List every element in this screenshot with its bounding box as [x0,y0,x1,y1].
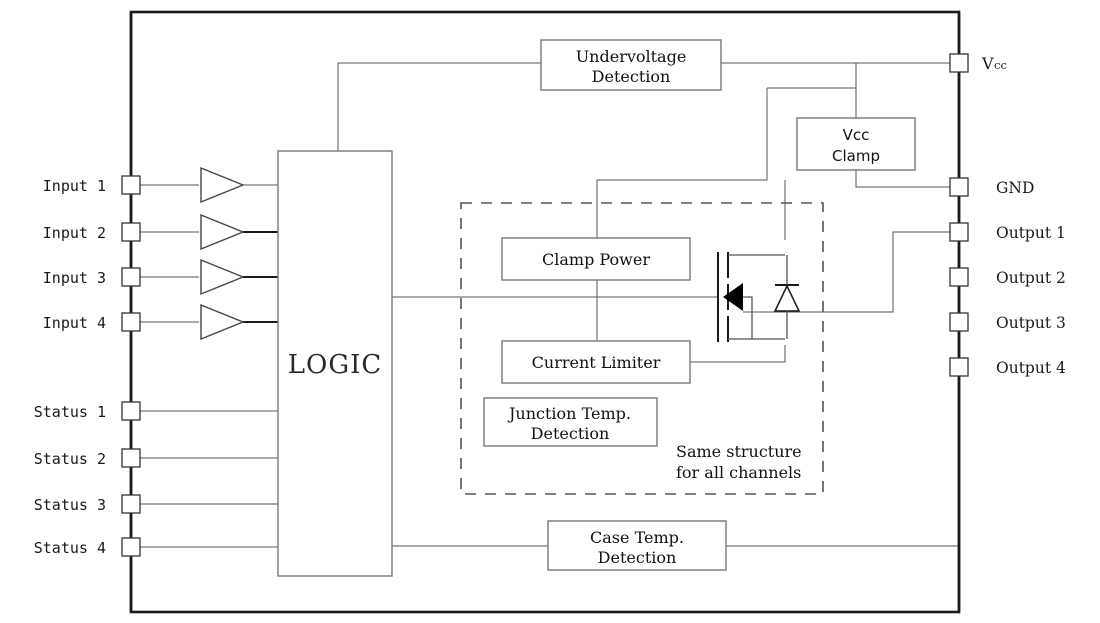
pad-status-2[interactable] [121,448,141,468]
pad-status-3[interactable] [121,494,141,514]
block-junction-temp-line1: Junction Temp. [507,404,631,423]
pin-label-output-4: Output 4 [996,359,1066,377]
pad-status-4[interactable] [121,537,141,557]
pin-label-input-1: Input 1 [43,177,106,195]
pin-label-input-3: Input 3 [43,269,106,287]
pad-output-1[interactable] [949,222,969,242]
pad-status-1[interactable] [121,401,141,421]
amplifier-3-icon [200,258,245,296]
block-vcc-clamp-line1: Vcc [843,126,870,144]
pad-output-4[interactable] [949,357,969,377]
block-junction-temp-rect [483,397,658,447]
block-case-temp-rect [547,520,727,571]
mosfet-bulk-lead [743,296,753,339]
pin-label-vcc: V cc [981,54,1007,73]
block-vcc-clamp-rect [796,117,916,171]
channel-dashed-region [460,202,824,495]
pin-label-output-1: Output 1 [996,224,1066,242]
pad-output-2[interactable] [949,267,969,287]
pin-label-status-1: Status 1 [34,403,106,421]
wire-currentlimiter-drain [690,345,786,363]
block-logic-label: LOGIC [288,350,383,380]
wire-source-output1 [743,231,950,313]
pin-label-vcc-base: V [981,54,994,73]
freewheeling-diode-icon [773,284,801,312]
block-current-limiter-rect [501,340,691,384]
left-pin-pads [121,175,141,557]
mosfet-symbol [717,252,785,342]
pin-label-input-2: Input 2 [43,224,106,242]
amplifier-4-icon [200,303,245,341]
block-clamp-power-rect [501,237,691,281]
block-undervoltage-rect [540,39,722,91]
pin-label-gnd: GND [996,179,1034,197]
block-case-temp-line2: Detection [598,548,677,567]
block-vcc-clamp-line2: Clamp [832,147,880,165]
block-current-limiter[interactable]: Current Limiter [501,340,691,384]
block-junction-temp-detection[interactable]: Junction Temp. Detection [483,397,658,447]
pad-input-2[interactable] [121,222,141,242]
block-junction-temp-line2: Detection [531,424,610,443]
wire-vccclamp-to-gnd [855,170,950,188]
pin-label-status-4: Status 4 [34,539,106,557]
pin-label-input-4: Input 4 [43,314,106,332]
pin-label-output-3: Output 3 [996,314,1066,332]
pin-label-status-3: Status 3 [34,496,106,514]
pin-label-status-2: Status 2 [34,450,106,468]
mosfet-body-arrow-icon [723,283,743,311]
block-logic[interactable]: LOGIC [277,150,393,577]
input-amplifiers [200,166,245,341]
wire-vcc-branch-channel [596,88,768,238]
block-current-limiter-label: Current Limiter [532,353,661,372]
note-line-2: for all channels [676,463,801,482]
block-undervoltage-detection[interactable]: Undervoltage Detection [540,39,722,91]
amplifier-1-icon [200,166,245,204]
block-case-temp-detection[interactable]: Case Temp. Detection [547,520,727,571]
block-clamp-power-label: Clamp Power [542,250,650,269]
pad-input-3[interactable] [121,267,141,287]
wire-layer [140,62,959,548]
block-case-temp-line1: Case Temp. [590,528,684,547]
right-pin-pads [949,53,969,377]
pin-label-output-2: Output 2 [996,269,1066,287]
pin-label-vcc-subscript: cc [994,58,1007,72]
block-undervoltage-line1: Undervoltage [576,47,687,66]
pad-vcc[interactable] [949,53,969,73]
block-logic-rect [277,150,393,577]
note-line-1: Same structure [676,442,802,461]
amplifier-2-icon [200,213,245,251]
pad-input-1[interactable] [121,175,141,195]
pad-input-4[interactable] [121,312,141,332]
pad-output-3[interactable] [949,312,969,332]
block-undervoltage-line2: Detection [592,67,671,86]
block-clamp-power[interactable]: Clamp Power [501,237,691,281]
pad-gnd[interactable] [949,177,969,197]
block-vcc-clamp[interactable]: Vcc Clamp [796,117,916,171]
wire-uv-input [337,62,541,152]
diode-triangle [773,284,801,312]
